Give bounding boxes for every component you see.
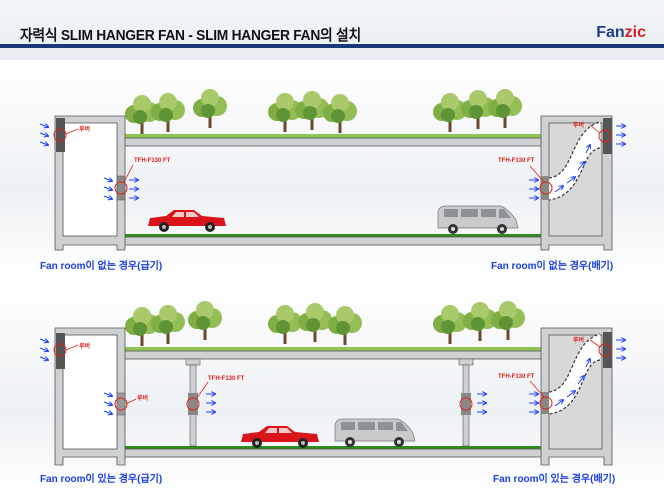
fanzic-logo: Fanzic	[596, 24, 646, 41]
fan-label-right: TFH-F130 FT	[498, 374, 535, 380]
jet-fan	[188, 393, 198, 415]
page-title: 자력식 SLIM HANGER FAN - SLIM HANGER FAN의 설…	[20, 27, 361, 44]
header: 자력식 SLIM HANGER FAN - SLIM HANGER FAN의 설…	[0, 0, 664, 60]
intake-arrows	[40, 124, 48, 145]
section-no-fan-room: 루버 TFH-F130 FT TFH-F130 FT 루버 Fan room이 …	[40, 89, 625, 272]
trees	[125, 301, 525, 346]
header-rule	[0, 44, 664, 48]
louver	[56, 118, 65, 152]
van	[334, 418, 416, 448]
van	[437, 205, 519, 235]
louver-label-right: 루버	[573, 336, 584, 344]
caption-left: Fan room이 있는 경우(급기)	[40, 472, 162, 485]
louver-marker	[53, 128, 67, 142]
car	[148, 210, 226, 232]
fan-label-left: TFH-F130 FT	[134, 158, 171, 164]
section-with-fan-room: 루버 루버 TFH-F130 FT TFH-F130 FT 루버	[40, 301, 625, 485]
louver-label-2: 루버	[137, 394, 148, 402]
tunnel-roof	[121, 137, 543, 147]
exhaust-path	[549, 122, 600, 200]
louver-inner	[116, 392, 126, 416]
louver-label: 루버	[79, 125, 90, 133]
road	[122, 234, 542, 237]
trees	[125, 89, 522, 134]
tunnel-floor	[121, 236, 543, 246]
jet-fan	[116, 175, 126, 201]
fan-label-left: TFH-F130 FT	[208, 376, 245, 382]
louver-right	[603, 118, 612, 154]
grass	[122, 134, 542, 138]
fan-label-right: TFH-F130 FT	[498, 158, 535, 164]
louver-label-right: 루버	[573, 121, 584, 129]
caption-left: Fan room이 없는 경우(급기)	[40, 259, 162, 272]
car	[241, 426, 319, 448]
louver-label: 루버	[79, 342, 90, 350]
caption-right: Fan room이 있는 경우(배기)	[493, 472, 615, 485]
caption-right: Fan room이 없는 경우(배기)	[491, 259, 613, 272]
